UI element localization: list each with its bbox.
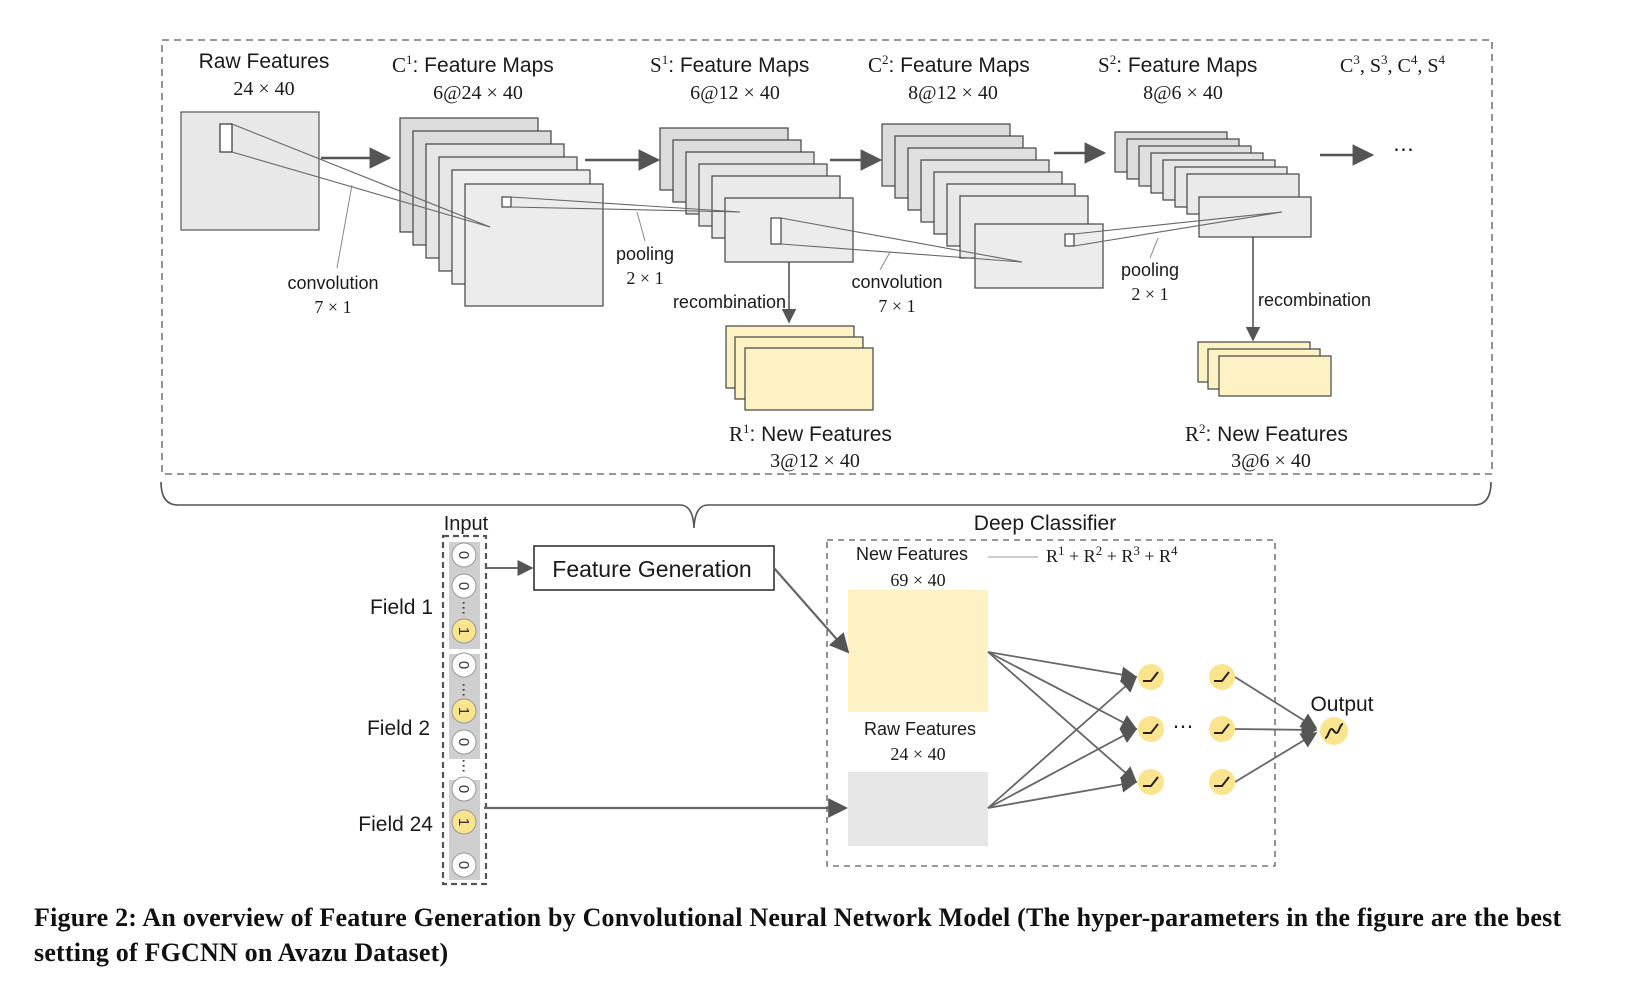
s1-feature-map-stack [659, 127, 854, 263]
conv1-size: 7 × 1 [314, 297, 351, 317]
figure-caption: Figure 2: An overview of Feature Generat… [34, 903, 1562, 967]
generation-to-new-features-arrow [773, 567, 850, 654]
input-bit: 0 [451, 652, 477, 678]
output-label: Output [1310, 693, 1373, 716]
relu-activation-icon [1209, 664, 1235, 690]
conv1-label: convolution [287, 273, 378, 293]
receptive-field-lines [231, 123, 1283, 263]
r1-dim: 3@12 × 40 [770, 450, 860, 472]
field-2-label: Field 2 [367, 717, 430, 740]
feature-generation-panel [161, 39, 1493, 475]
pool1-pointer [636, 211, 646, 242]
s1-title: S1: Feature Maps [650, 52, 809, 77]
c2-title: C2: Feature Maps [868, 52, 1030, 77]
pool2-label: pooling [1121, 260, 1179, 280]
relu-activation-icon [1138, 769, 1164, 795]
s2-title: S2: Feature Maps [1098, 52, 1257, 77]
c1-dim: 6@24 × 40 [433, 82, 523, 104]
first-layer-connections [987, 651, 1138, 809]
raw-features-block [848, 772, 988, 846]
feature-generation-box-label: Feature Generation [552, 556, 751, 582]
conv1-pointer [336, 184, 353, 269]
hidden-layer-1 [1138, 664, 1164, 795]
input-bits-ellipsis: ⋯ [455, 601, 472, 616]
r2-dim: 3@6 × 40 [1231, 450, 1311, 472]
svg-text:0: 0 [455, 738, 472, 746]
input-bit: 1 [451, 698, 477, 724]
s2-feature-map-stack [1114, 131, 1312, 238]
pool1-label: pooling [616, 244, 674, 264]
c1-feature-map-stack [399, 117, 604, 307]
svg-text:0: 0 [455, 661, 472, 669]
input-bit: 0 [451, 776, 477, 802]
c1-title: C1: Feature Maps [392, 52, 554, 77]
r2-title: R2: New Features [1185, 421, 1348, 446]
sigmoid-activation-icon [1320, 717, 1348, 745]
input-bit: 0 [451, 852, 477, 878]
svg-text:1: 1 [455, 818, 472, 826]
c2-dim: 8@12 × 40 [908, 82, 998, 104]
hidden-layers-ellipsis: ⋯ [1173, 714, 1194, 738]
more-layers-ellipsis: ⋯ [1393, 137, 1414, 161]
input-bits-ellipsis: ⋯ [455, 759, 472, 774]
raw-features-block-dim: 24 × 40 [890, 744, 945, 764]
input-bits: 0 0 1 0 1 0 0 1 0 ⋯ ⋯ ⋯ [451, 542, 477, 878]
raw-features-block-title: Raw Features [864, 719, 976, 739]
conv-kernel-window [219, 123, 233, 153]
new-features-title: New Features [856, 544, 968, 564]
input-bit: 0 [451, 542, 477, 568]
pool2-size: 2 × 1 [1131, 284, 1168, 304]
conv2-label: convolution [851, 272, 942, 292]
input-vector-border [441, 534, 488, 886]
sum-of-new-features: R1 + R2 + R3 + R4 [1046, 543, 1178, 566]
more-layers-label: C3, S3, C4, S4 [1340, 52, 1445, 77]
input-bits-ellipsis: ⋯ [455, 683, 472, 698]
field-24-label: Field 24 [358, 813, 433, 836]
relu-activation-icon [1138, 716, 1164, 742]
relu-activation-icon [1209, 716, 1235, 742]
pool1-size: 2 × 1 [626, 268, 663, 288]
svg-text:0: 0 [455, 582, 472, 590]
stage-arrows [321, 142, 1375, 171]
r2-new-feature-stack [1197, 341, 1332, 397]
s2-dim: 8@6 × 40 [1143, 82, 1223, 104]
svg-text:0: 0 [455, 551, 472, 559]
relu-activation-icon [1138, 664, 1164, 690]
new-features-block [848, 590, 988, 712]
panel-brace [160, 481, 1492, 529]
input-bit: 1 [451, 618, 477, 644]
recombination-1-label: recombination [673, 292, 786, 312]
c2-feature-map-stack [881, 123, 1104, 289]
input-bit: 1 [451, 809, 477, 835]
svg-text:1: 1 [455, 627, 472, 635]
relu-activation-icon [1209, 769, 1235, 795]
new-features-dim: 69 × 40 [890, 570, 945, 590]
input-bit: 0 [451, 729, 477, 755]
r1-title: R1: New Features [729, 421, 892, 446]
recombination-2-label: recombination [1258, 290, 1371, 310]
conv2-size: 7 × 1 [878, 296, 915, 316]
svg-text:0: 0 [455, 861, 472, 869]
svg-text:1: 1 [455, 707, 472, 715]
output-connections [1234, 676, 1318, 783]
s1-dim: 6@12 × 40 [690, 82, 780, 104]
input-bit: 0 [451, 573, 477, 599]
svg-text:0: 0 [455, 785, 472, 793]
hidden-layer-n [1209, 664, 1235, 795]
deep-classifier-title: Deep Classifier [974, 512, 1116, 535]
field-1-label: Field 1 [370, 596, 433, 619]
r1-new-feature-stack [725, 325, 874, 411]
conv2-pointer [879, 251, 891, 271]
raw-features-dim: 24 × 40 [233, 78, 294, 100]
input-title: Input [444, 513, 489, 535]
pool2-pointer [1149, 237, 1159, 259]
raw-features-title: Raw Features [199, 50, 330, 73]
